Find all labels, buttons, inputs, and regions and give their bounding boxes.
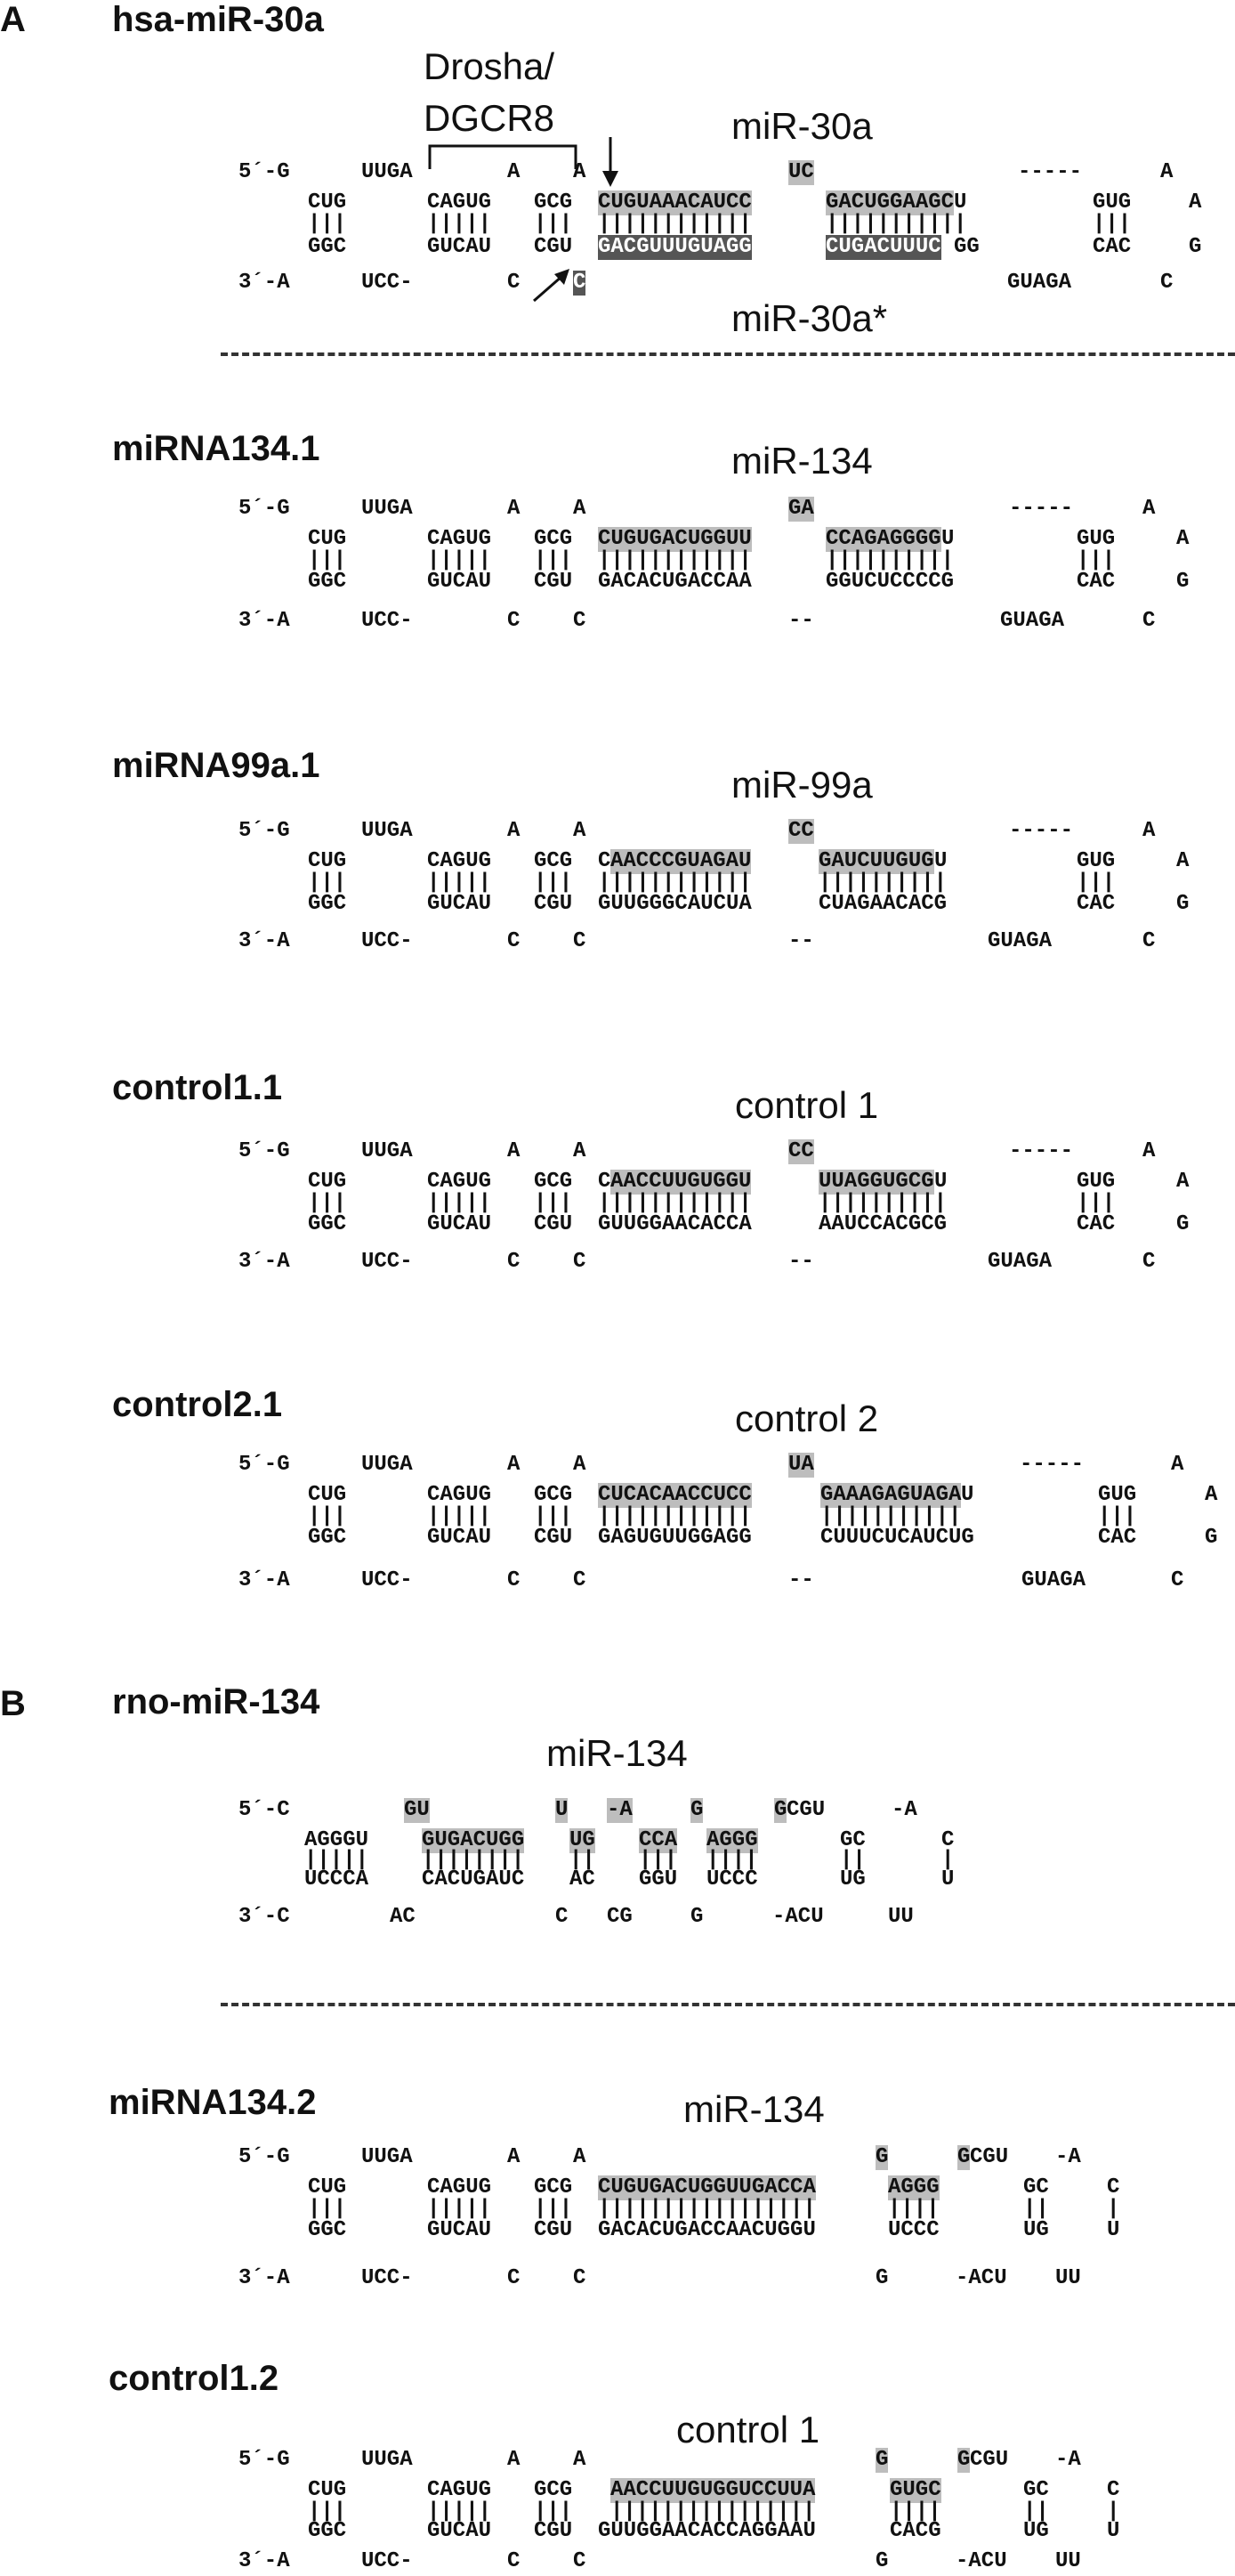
hsa-row4: GGC: [308, 235, 347, 259]
hsa-row3-bonds: |||: [308, 212, 347, 236]
control-1-2-label: control 1: [676, 2409, 820, 2450]
mirna134-1-title: miRNA134.1: [112, 429, 320, 468]
mir-134-label: miR-134: [731, 440, 873, 482]
mir-99a-label: miR-99a: [731, 764, 873, 806]
rno-mir-134-label: miR-134: [546, 1732, 688, 1774]
mir-30a-star-label: miR-30a*: [731, 297, 888, 339]
drosha-label: Drosha/: [424, 45, 555, 87]
panel-b-label: B: [0, 1684, 26, 1723]
mature-strand-highlight: CUGUAAACAUCC: [598, 190, 752, 215]
divider-a: [221, 352, 1235, 356]
rno-mir-134-title: rno-miR-134: [112, 1682, 320, 1721]
diagonal-arrow-icon: [533, 269, 569, 303]
mir-134-2-label: miR-134: [683, 2088, 825, 2130]
control-2-label: control 2: [735, 1397, 879, 1439]
hsa-row5: 3´-A: [238, 271, 290, 295]
mirna134-2-title: miRNA134.2: [109, 2083, 317, 2122]
dgcr8-label: DGCR8: [424, 97, 555, 139]
drosha-cleavage-bracket: [428, 144, 577, 169]
hsa-mir-30a-title: hsa-miR-30a: [112, 0, 324, 39]
control1-1-title: control1.1: [112, 1068, 283, 1107]
hsa-row2: CUG: [308, 190, 347, 215]
mirna99a-1-title: miRNA99a.1: [112, 746, 320, 785]
down-arrow-icon: [602, 137, 618, 187]
control-1-label: control 1: [735, 1084, 879, 1126]
control1-2-title: control1.2: [109, 2359, 279, 2398]
divider-b: [221, 2003, 1235, 2006]
hsa-row1: 5´-G: [238, 160, 290, 184]
star-strand-highlight: GACGUUUGUAGG: [598, 235, 752, 260]
control2-1-title: control2.1: [112, 1385, 283, 1424]
mir-30a-label: miR-30a: [731, 105, 873, 147]
panel-a-label: A: [0, 0, 26, 39]
loop-highlight: UC: [788, 160, 814, 185]
